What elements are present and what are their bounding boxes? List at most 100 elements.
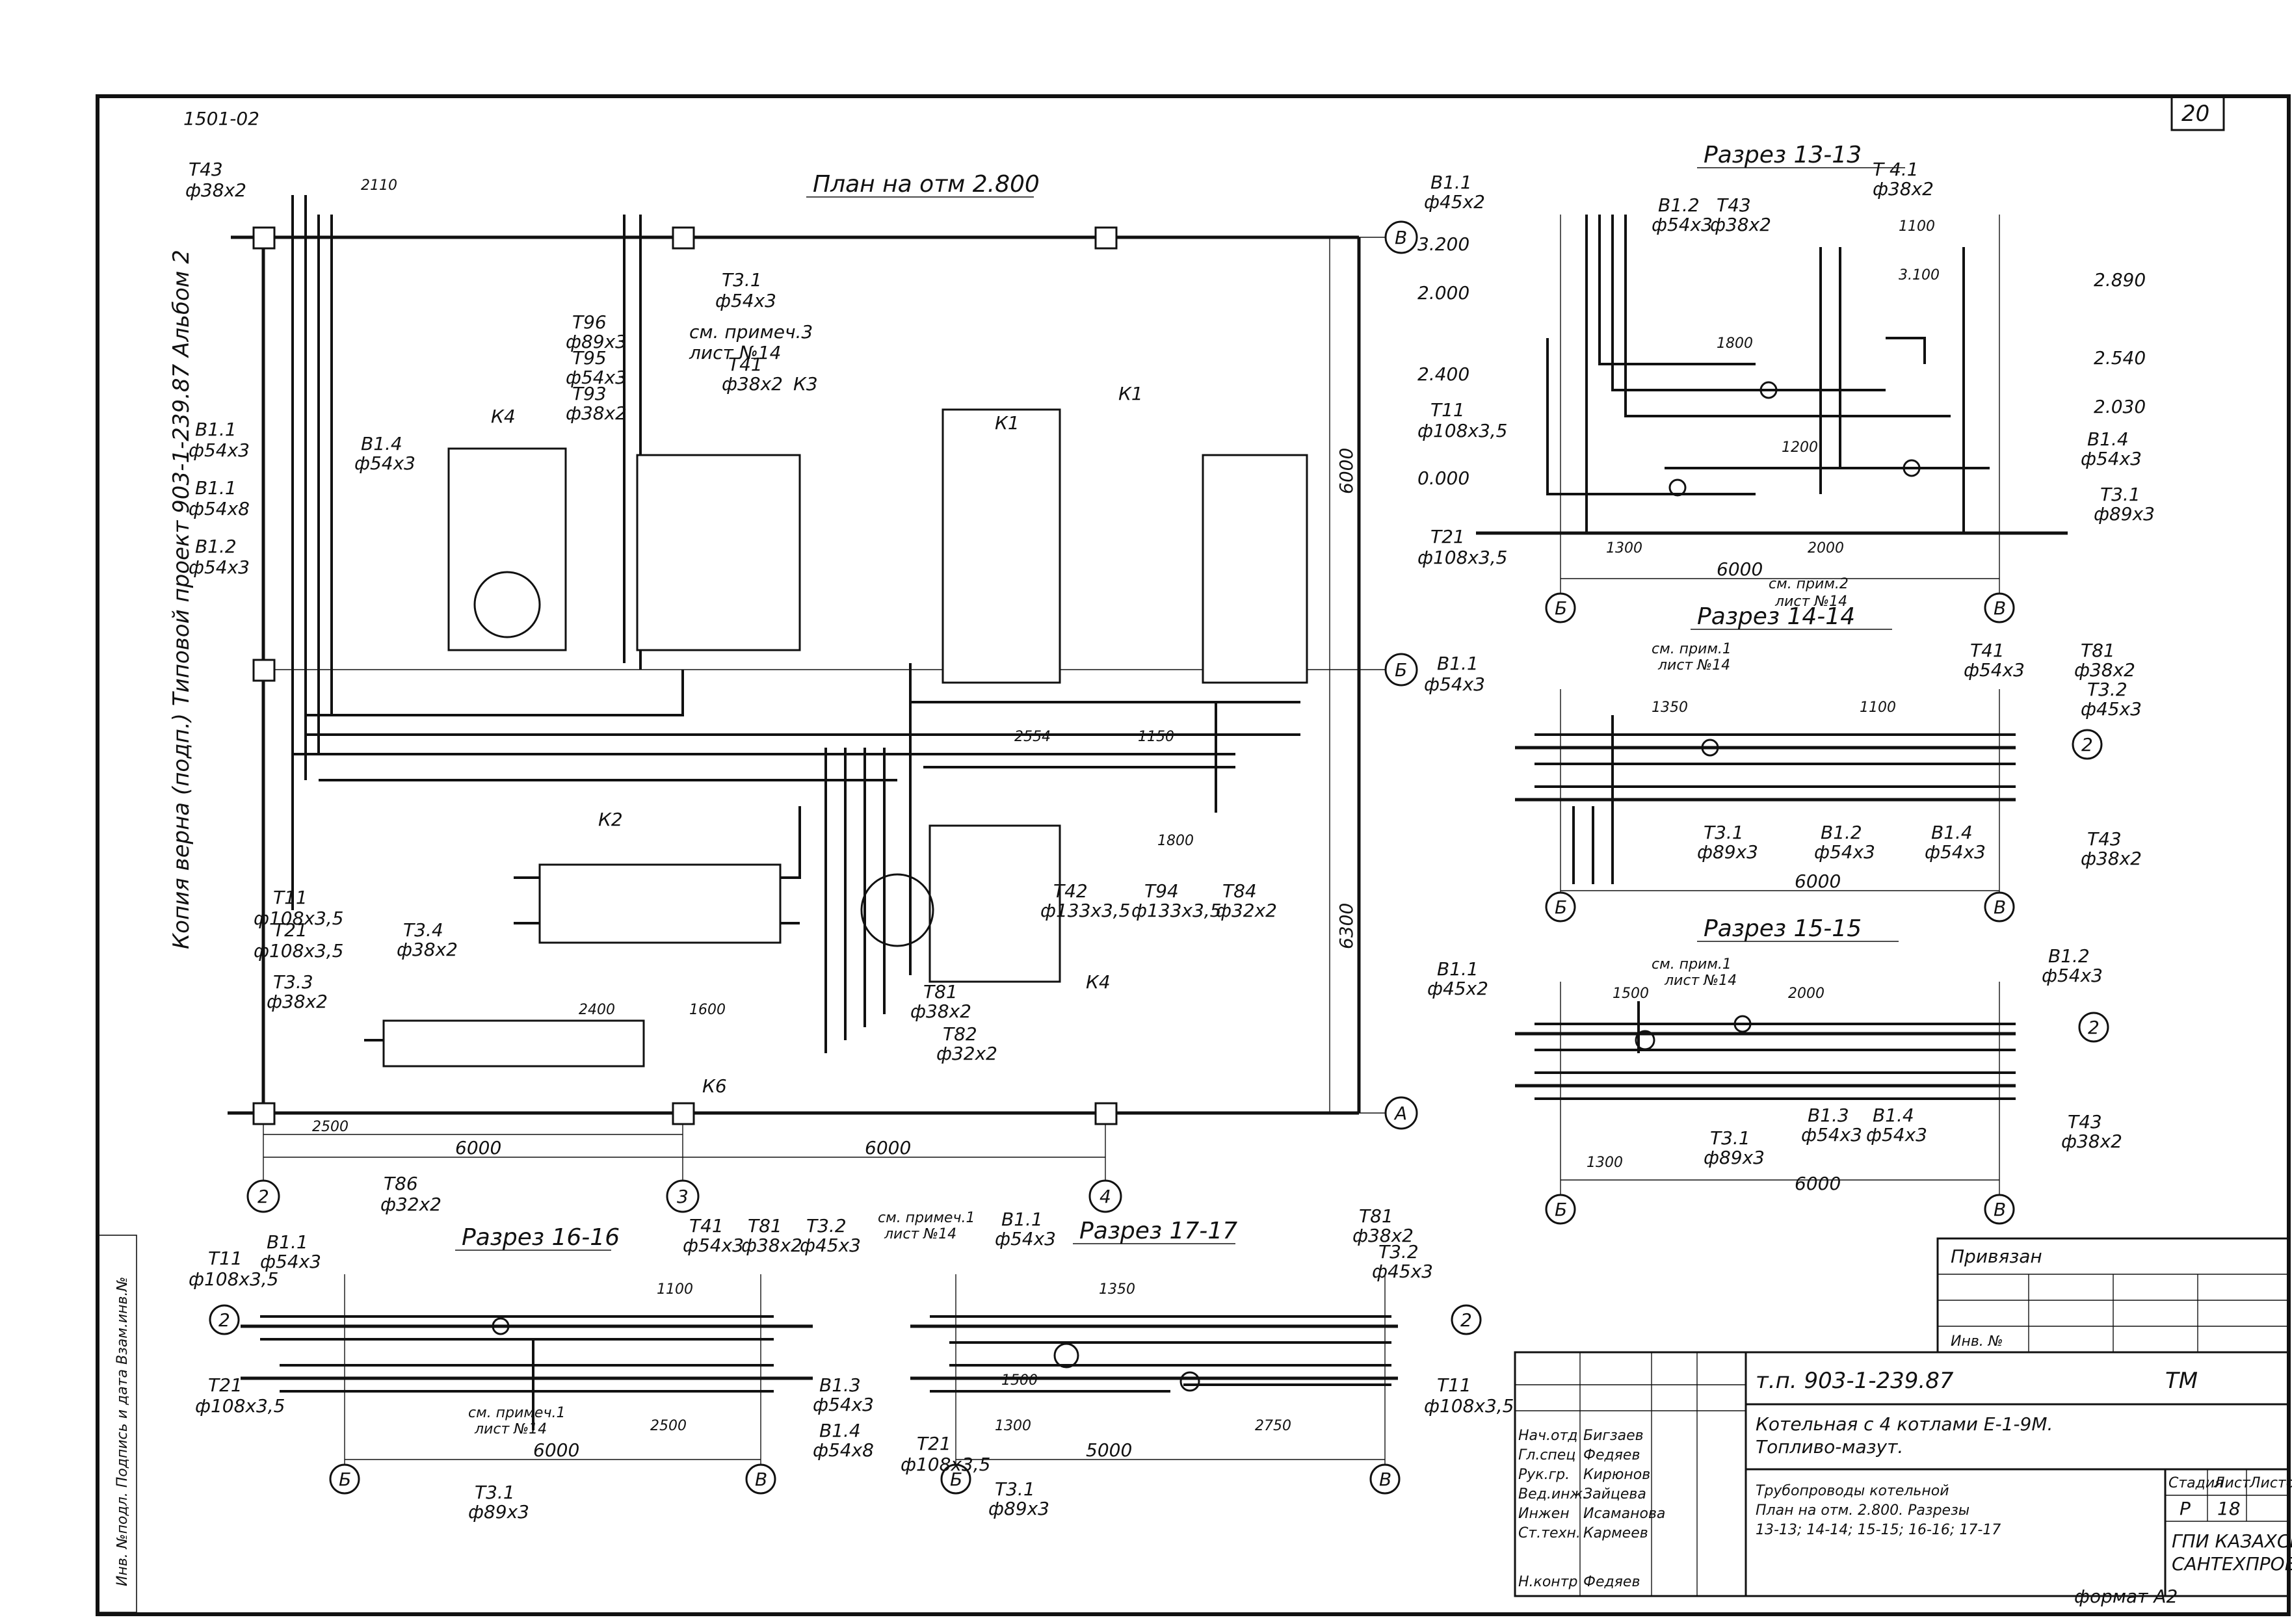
- dim-label: 2000: [1808, 540, 1844, 557]
- dim-label: 1500: [1001, 1372, 1038, 1389]
- pipe-size: ф54х3: [1925, 841, 1986, 863]
- axis-label: Б: [339, 1469, 351, 1490]
- dim-label: 1150: [1138, 729, 1174, 745]
- sheet-frame: [96, 94, 2291, 1616]
- plan-title: План на отм 2.800: [813, 171, 1040, 198]
- axis-marker-2: 2: [2072, 729, 2103, 760]
- name-label: Федяев: [1583, 1447, 1640, 1463]
- dim-label: 1200: [1782, 439, 1818, 456]
- pipe-size: ф108х3,5: [901, 1454, 990, 1475]
- pipe-label: Т3.2: [1378, 1241, 1419, 1263]
- sheet-number: 20: [2181, 101, 2209, 127]
- pipe-size: ф108х3,5: [1417, 420, 1507, 441]
- pipe-label: В1.1: [1430, 172, 1472, 193]
- pipe-label: Т41: [1970, 640, 2005, 661]
- axis-marker-b: Б: [1384, 653, 1418, 687]
- pipe-size: ф54х3: [995, 1228, 1056, 1250]
- dim-label: 1350: [1652, 700, 1688, 716]
- dim-label: 6000: [1795, 871, 1841, 892]
- dim-label: 1100: [1899, 218, 1935, 235]
- axis-label: 4: [1100, 1186, 1111, 1207]
- dim-label: 1100: [1860, 700, 1896, 716]
- role-label: Рук.гр.: [1518, 1467, 1570, 1483]
- doc-id: 1501-02: [183, 108, 259, 129]
- pipe-size: ф38х2: [2074, 659, 2135, 681]
- pipe-size: ф89х3: [988, 1498, 1049, 1519]
- dim-label: 1800: [1157, 833, 1194, 849]
- pipe-size: ф133х3,5: [1040, 900, 1130, 921]
- note-label: см. прим.1: [1652, 956, 1732, 973]
- organization: ГПИ КАЗАХСКИЙ: [2172, 1530, 2292, 1552]
- name-label: Исаманова: [1583, 1506, 1665, 1522]
- column: [252, 226, 276, 250]
- pipe-size: ф89х3: [468, 1501, 529, 1523]
- dim-label: 1600: [689, 1002, 726, 1018]
- dim-label: 1100: [657, 1281, 693, 1298]
- project-number: т.п. 903-1-239.87: [1756, 1368, 1954, 1394]
- axis-marker-2: 2: [209, 1304, 240, 1335]
- elevation: 3.100: [1899, 267, 1940, 283]
- pipe-size: ф38х2: [722, 373, 783, 395]
- pipe-size: ф108х3,5: [195, 1395, 285, 1417]
- pipe-size: ф89х3: [1704, 1147, 1765, 1168]
- pipe-label: Т43: [1717, 194, 1751, 216]
- pipe-label: Т11: [208, 1248, 243, 1269]
- column: [252, 1102, 276, 1125]
- pipe-size: ф54х3: [1814, 841, 1875, 863]
- equipment-k3-panel: К3: [636, 373, 818, 651]
- side-note: Копия верна (подп.) Типовой проект 903-1…: [168, 250, 194, 949]
- axis-label: В: [1994, 1199, 2006, 1220]
- pipe-label: В1.1: [1001, 1209, 1043, 1230]
- pipe-label: Т21: [917, 1433, 951, 1454]
- pipe-label: В1.4: [819, 1420, 861, 1441]
- pipe-label: Т41: [689, 1215, 724, 1237]
- role-label: Ст.техн.: [1518, 1525, 1581, 1541]
- pipe-size: ф45х2: [1427, 978, 1488, 999]
- dim-label: 6000: [533, 1439, 579, 1461]
- pipe-label: Т3.1: [722, 269, 762, 291]
- role-label: Гл.спец: [1518, 1447, 1575, 1463]
- pipe-size: ф54х3: [1652, 214, 1713, 235]
- axis-marker-b: Б: [1545, 1194, 1576, 1225]
- axis-marker-v: В: [1984, 891, 2015, 923]
- note-label: см. прим.1: [1652, 641, 1732, 657]
- pipe-label: В1.2: [1658, 194, 1700, 216]
- organization-2: САНТЕХПРОЕКТ: [2172, 1553, 2292, 1575]
- pipe-label: Т81: [923, 981, 958, 1002]
- stage-value: Р: [2180, 1498, 2191, 1519]
- pipe-label: В1.2: [1821, 822, 1862, 843]
- dim-label: 2500: [650, 1418, 687, 1434]
- pipe-label: Т21: [273, 919, 308, 941]
- pipe-size: ф45х2: [1424, 191, 1485, 213]
- dim-label: 1300: [1587, 1155, 1623, 1171]
- axis-marker-v: В: [1384, 220, 1418, 254]
- axis-marker-b: Б: [940, 1463, 971, 1495]
- equipment-boiler-k1b: К1: [1118, 383, 1308, 684]
- pipe-label: Т3.1: [475, 1482, 515, 1503]
- elevation: 3.200: [1417, 233, 1469, 255]
- pipe-label: Т81: [748, 1215, 782, 1237]
- dim-label: 2554: [1014, 729, 1051, 745]
- pipe-size: ф54х8: [813, 1439, 874, 1461]
- dim-label: 2750: [1255, 1418, 1291, 1434]
- dim-label: 6000: [1795, 1173, 1841, 1194]
- dim-label: 1800: [1717, 335, 1753, 352]
- sheet-number-box: [2170, 95, 2225, 131]
- axis-label: 2: [257, 1186, 269, 1207]
- binding-strip: [97, 1235, 137, 1613]
- sheet-description: Трубопроводы котельной: [1756, 1483, 1949, 1499]
- pipe-size: ф54х3: [1964, 659, 2025, 681]
- column: [252, 659, 276, 682]
- note-label: см. примеч.3: [689, 321, 813, 343]
- axis-label: Б: [1395, 659, 1407, 681]
- dim-label: 1300: [1606, 540, 1642, 557]
- pipe-size: ф54х3: [2081, 448, 2142, 469]
- equipment-label: К6: [702, 1075, 727, 1097]
- pipe-label: Т11: [1430, 399, 1465, 421]
- equipment-label: К1: [995, 412, 1020, 434]
- pipe-label: Т11: [1437, 1374, 1471, 1396]
- document-mark: ТМ: [2165, 1368, 2198, 1394]
- axis-marker-2: 2: [246, 1179, 280, 1213]
- pipe-size: ф38х2: [185, 179, 246, 201]
- axis-label: А: [1393, 1103, 1407, 1124]
